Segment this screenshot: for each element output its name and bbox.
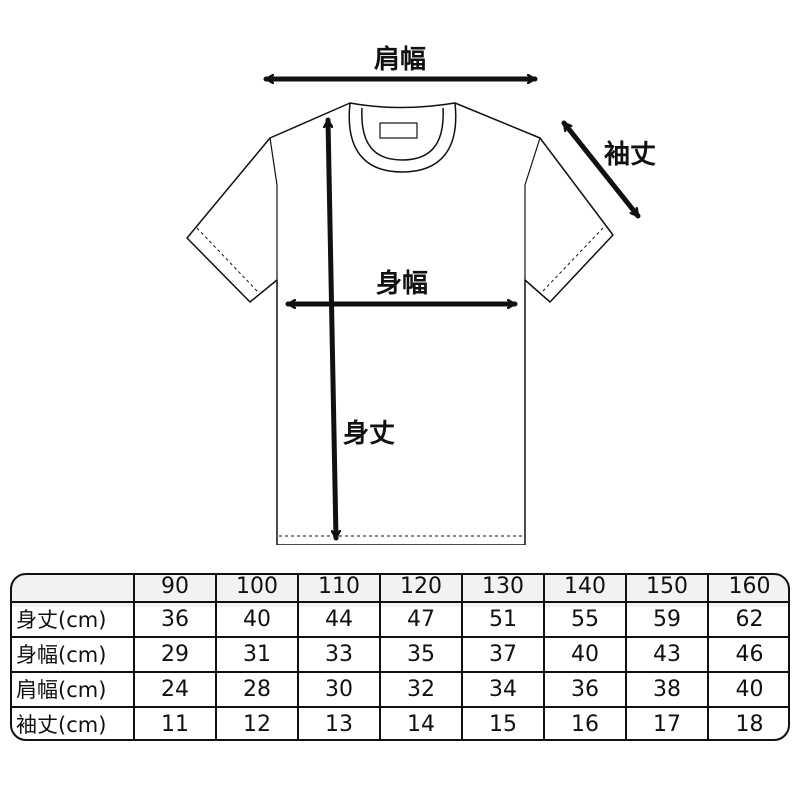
size-header-cell: 90 xyxy=(133,573,217,603)
measurement-cell: 47 xyxy=(379,600,463,638)
row-label: 身幅(cm) xyxy=(10,635,135,673)
measurement-cell: 14 xyxy=(379,705,463,741)
measurement-cell: 17 xyxy=(625,705,709,741)
sleeve-length-arrow xyxy=(561,120,641,219)
measurement-cell: 62 xyxy=(707,600,790,638)
measurement-cell: 40 xyxy=(707,670,790,708)
measurement-cell: 40 xyxy=(215,600,299,638)
measurement-cell: 35 xyxy=(379,635,463,673)
measurement-cell: 13 xyxy=(297,705,381,741)
tshirt-diagram: 肩幅 袖丈 身幅 身丈 xyxy=(186,44,656,545)
measurement-cell: 33 xyxy=(297,635,381,673)
measurement-cell: 36 xyxy=(133,600,217,638)
size-header-cell: 160 xyxy=(707,573,790,603)
measurement-cell: 12 xyxy=(215,705,299,741)
measurement-cell: 40 xyxy=(543,635,627,673)
size-header-cell: 130 xyxy=(461,573,545,603)
body-length-label: 身丈 xyxy=(343,418,395,449)
body-length-arrow xyxy=(328,117,336,541)
body-width-label: 身幅 xyxy=(376,268,428,299)
shoulder-width-label: 肩幅 xyxy=(374,44,426,75)
size-header-cell: 100 xyxy=(215,573,299,603)
row-label: 袖丈(cm) xyxy=(10,705,135,741)
tshirt-stitching xyxy=(196,227,604,537)
sleeve-length-label: 袖丈 xyxy=(604,139,656,170)
size-header-cell: 120 xyxy=(379,573,463,603)
measurement-cell: 16 xyxy=(543,705,627,741)
row-label: 身丈(cm) xyxy=(10,600,135,638)
measurement-cell: 59 xyxy=(625,600,709,638)
measurement-cell: 28 xyxy=(215,670,299,708)
tshirt-collar xyxy=(348,102,457,173)
measurement-cell: 31 xyxy=(215,635,299,673)
size-header-cell: 140 xyxy=(543,573,627,603)
measure-arrows xyxy=(263,79,641,541)
measurement-cell: 43 xyxy=(625,635,709,673)
row-label: 肩幅(cm) xyxy=(10,670,135,708)
measurement-cell: 36 xyxy=(543,670,627,708)
measurement-cell: 44 xyxy=(297,600,381,638)
measurement-cell: 11 xyxy=(133,705,217,741)
tshirt-seams xyxy=(269,137,541,280)
measurement-cell: 24 xyxy=(133,670,217,708)
measurement-cell: 32 xyxy=(379,670,463,708)
size-header-corner xyxy=(10,573,135,603)
measurement-cell: 51 xyxy=(461,600,545,638)
size-header-cell: 110 xyxy=(297,573,381,603)
neck-tag xyxy=(379,122,418,139)
measurement-cell: 38 xyxy=(625,670,709,708)
size-header-cell: 150 xyxy=(625,573,709,603)
measurement-cell: 34 xyxy=(461,670,545,708)
measurement-cell: 29 xyxy=(133,635,217,673)
measurement-cell: 30 xyxy=(297,670,381,708)
measurement-cell: 37 xyxy=(461,635,545,673)
measurement-cell: 46 xyxy=(707,635,790,673)
measurement-cell: 18 xyxy=(707,705,790,741)
tshirt-outline xyxy=(186,102,614,545)
measurement-cell: 55 xyxy=(543,600,627,638)
measurement-cell: 15 xyxy=(461,705,545,741)
